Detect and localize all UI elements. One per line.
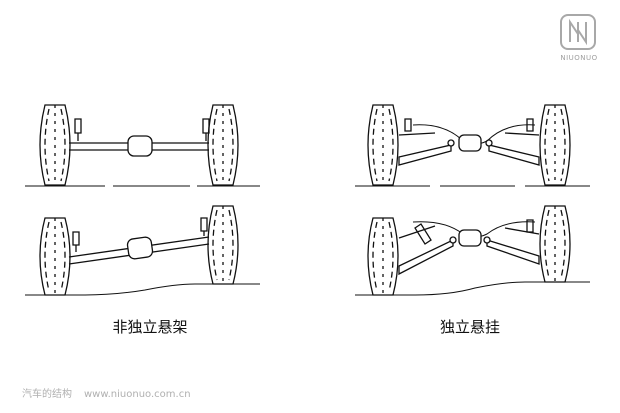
rigid-axle-level [25, 95, 265, 195]
footer-url: www.niuonuo.com.cn [84, 389, 191, 400]
right-wheel [208, 206, 238, 284]
right-wheel [540, 105, 570, 185]
left-wheel [368, 105, 398, 185]
rigid-axle-tilted [25, 200, 265, 305]
footer-brand: 汽车的结构 [22, 389, 72, 400]
logo-text: NIUONUO [560, 54, 598, 62]
left-wheel [40, 218, 70, 295]
left-wheel [368, 218, 398, 295]
dependent-caption: 非独立悬架 [112, 318, 188, 336]
right-wheel [208, 105, 238, 185]
logo-mark-icon [560, 14, 596, 50]
independent-raised [355, 200, 595, 305]
footer-watermark: 汽车的结构 www.niuonuo.com.cn [22, 385, 191, 400]
right-wheel [540, 206, 570, 282]
left-wheel [40, 105, 70, 185]
independent-level [355, 95, 595, 195]
brand-logo: NIUONUO [558, 10, 600, 64]
independent-caption: 独立悬挂 [439, 318, 500, 336]
